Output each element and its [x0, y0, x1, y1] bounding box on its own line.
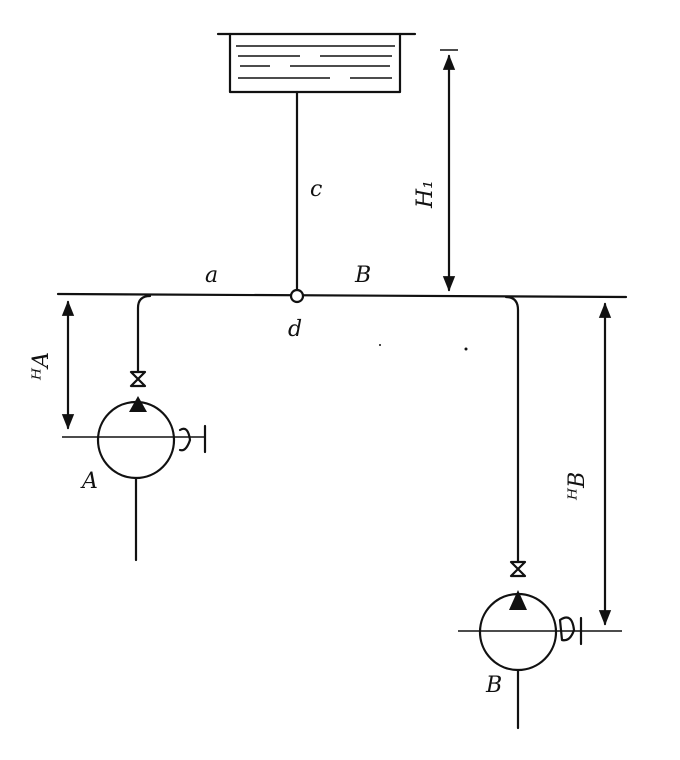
pipe-c-label: c	[310, 177, 322, 202]
branch-pipe-a	[136, 294, 152, 374]
height-h1-label: H₁	[413, 180, 438, 209]
reservoir-tank	[216, 32, 417, 94]
pump-a-label: A	[80, 469, 98, 494]
branch-pipe-b	[504, 295, 520, 564]
junction-node	[289, 288, 305, 304]
junction-label: d	[288, 317, 302, 342]
check-valve-b	[509, 560, 527, 610]
pipe-b-label: B	[354, 263, 371, 288]
check-valve-a	[129, 370, 147, 412]
gate-valve-a-icon	[178, 424, 207, 454]
height-dimension-h1	[440, 49, 458, 292]
pump-a	[96, 400, 176, 480]
main-horizontal-line	[56, 292, 628, 299]
height-ha-label: ᴴA	[29, 352, 54, 381]
gate-valve-b-icon	[558, 616, 583, 646]
height-hb-label: ᴴB	[565, 472, 590, 501]
pipe-a-label: a	[205, 263, 218, 288]
pump-b-label: B	[485, 673, 502, 698]
